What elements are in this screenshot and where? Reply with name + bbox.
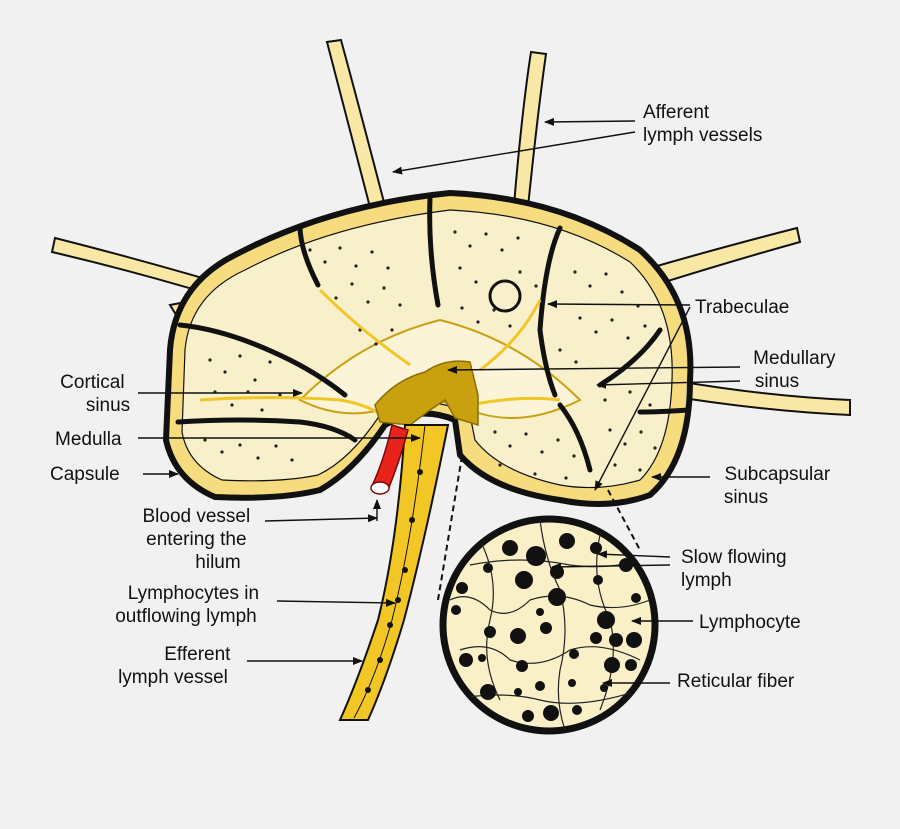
zoom-connector-left: [437, 455, 463, 601]
label-efferent: Efferent lymph vessel: [118, 644, 236, 688]
afferent-vessel-mid-right: [656, 376, 851, 417]
blood-vessel: [370, 424, 409, 495]
label-reticular-fiber: Reticular fiber: [677, 671, 795, 692]
label-slow-flowing-lymph: Slow flowing lymph: [681, 547, 792, 591]
cortex-lymphocytes: [203, 230, 657, 480]
leader-lines: [138, 117, 741, 687]
follicle-dots: [203, 230, 657, 480]
label-capsule: Capsule: [50, 464, 120, 485]
afferent-vessel-top-right: [512, 50, 548, 209]
label-trabeculae: Trabeculae: [695, 297, 789, 318]
label-afferent: Afferent lymph vessels: [643, 102, 762, 146]
sinus-paths: [199, 288, 561, 422]
labels: Afferent lymph vessels Trabeculae Medull…: [50, 102, 841, 692]
label-lymphocyte: Lymphocyte: [699, 612, 801, 633]
label-medullary-sinus: Medullary sinus: [753, 348, 841, 392]
label-medulla: Medulla: [55, 429, 122, 450]
hilum: [374, 360, 479, 427]
afferent-vessel-right: [648, 226, 802, 287]
label-blood-vessel: Blood vessel entering the hilum: [142, 506, 255, 573]
label-subcapsular-sinus: Subcapsular sinus: [724, 464, 836, 508]
zoom-lymphocytes: [451, 533, 642, 722]
follicle-marker: [488, 279, 522, 313]
efferent-vessel: [338, 424, 450, 721]
zoom-connector-right: [607, 489, 641, 551]
zoom-detail: [439, 515, 659, 735]
lymph-node: [162, 189, 694, 507]
trabeculae-lines: [175, 195, 691, 473]
label-cortical-sinus: Cortical sinus: [60, 372, 130, 416]
afferent-vessel-top-left: [325, 38, 388, 217]
label-lymphocytes-outflowing: Lymphocytes in outflowing lymph: [115, 583, 264, 627]
